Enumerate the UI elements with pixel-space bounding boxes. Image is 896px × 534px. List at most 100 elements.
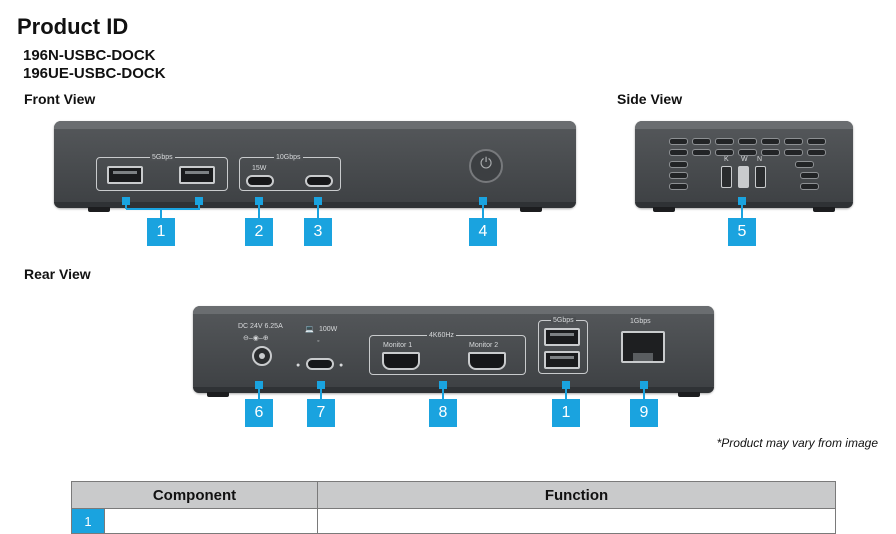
callout-line <box>643 385 645 399</box>
rear-view-heading: Rear View <box>24 266 91 282</box>
device-foot <box>813 207 835 212</box>
callout-line <box>198 201 200 209</box>
table-header-row: Component Function <box>71 481 836 509</box>
device-bottom-edge <box>54 202 576 208</box>
vent-slot <box>715 149 734 156</box>
callout-4: 4 <box>469 218 497 246</box>
ethernet-port <box>621 331 665 363</box>
callout-line <box>258 201 260 218</box>
led-indicator-icon: ◦ <box>317 338 320 345</box>
device-bottom-edge <box>193 387 714 393</box>
callout-8: 8 <box>429 399 457 427</box>
vent-slot <box>761 149 780 156</box>
callout-2: 2 <box>245 218 273 246</box>
hdmi-port-monitor-2 <box>468 352 506 370</box>
device-top-edge <box>54 121 576 129</box>
side-view-heading: Side View <box>617 91 683 107</box>
callout-line <box>258 385 260 399</box>
usb-a-port <box>544 328 580 346</box>
component-table: Component Function 1 <box>71 481 836 534</box>
os-mode-switch-slot <box>755 166 766 188</box>
monitor-1-label: Monitor 1 <box>383 342 413 349</box>
vent-slot <box>784 149 803 156</box>
pd-power-label: 100W <box>319 326 338 333</box>
callout-6: 6 <box>245 399 273 427</box>
front-view-device: 5Gbps 10Gbps 15W <box>54 121 576 212</box>
side-view-device: K W N <box>635 121 853 212</box>
callout-line <box>565 385 567 399</box>
component-cell <box>104 508 318 534</box>
screw-hole-icon: ● <box>296 362 301 369</box>
dc-power-jack <box>252 346 272 366</box>
model-id-2: 196UE-USBC-DOCK <box>23 65 166 82</box>
callout-line <box>125 201 127 209</box>
vent-slot <box>669 138 688 145</box>
vent-slot <box>692 149 711 156</box>
device-foot <box>520 207 542 212</box>
dc-polarity-icon: ⊖–◉–⊕ <box>243 335 269 342</box>
vent-slot <box>800 172 819 179</box>
vent-slot <box>692 138 711 145</box>
device-foot <box>678 392 700 397</box>
rear-view-device: DC 24V 6.25A ⊖–◉–⊕ 💻 100W ◦ ● ● 4K60Hz M… <box>193 306 714 397</box>
hdmi-port-monitor-1 <box>382 352 420 370</box>
callout-line <box>317 201 319 218</box>
rear-usb-a-speed-label: 5Gbps <box>551 317 576 324</box>
callout-line <box>320 385 322 399</box>
device-foot <box>88 207 110 212</box>
monitor-2-label: Monitor 2 <box>469 342 499 349</box>
screw-hole-icon: ● <box>339 362 344 369</box>
row-number: 1 <box>71 508 105 534</box>
vent-slot <box>669 149 688 156</box>
vent-slot <box>669 183 688 190</box>
vent-slot <box>761 138 780 145</box>
callout-line <box>741 201 743 218</box>
power-button-icon <box>469 149 503 183</box>
function-cell <box>317 508 836 534</box>
usb-c-power-label: 15W <box>252 165 267 172</box>
video-resolution-label: 4K60Hz <box>427 332 456 339</box>
usb-a-port <box>107 166 143 184</box>
device-foot <box>653 207 675 212</box>
callout-9: 9 <box>630 399 658 427</box>
switch-label-k: K <box>724 156 729 163</box>
vent-slot <box>784 138 803 145</box>
callout-1: 1 <box>147 218 175 246</box>
table-row: 1 <box>71 508 836 534</box>
usb-c-port <box>305 175 333 187</box>
usb-c-speed-label: 10Gbps <box>274 154 303 161</box>
vent-slot <box>715 138 734 145</box>
component-column-header: Component <box>71 481 318 509</box>
callout-line <box>160 208 162 218</box>
function-column-header: Function <box>317 481 836 509</box>
lan-speed-label: 1Gbps <box>630 318 651 325</box>
laptop-icon: 💻 <box>305 326 314 333</box>
os-mode-switch-slot <box>721 166 732 188</box>
model-id-1: 196N-USBC-DOCK <box>23 47 156 64</box>
switch-label-n: N <box>757 156 763 163</box>
usb-c-host-port <box>306 358 334 370</box>
disclaimer-note: *Product may vary from image <box>716 436 878 450</box>
vent-slot <box>738 138 757 145</box>
vent-slot <box>795 161 814 168</box>
device-foot <box>207 392 229 397</box>
page-title: Product ID <box>17 14 129 39</box>
device-top-edge <box>635 121 853 129</box>
vent-slot <box>807 149 826 156</box>
usb-c-port <box>246 175 274 187</box>
callout-1-rear: 1 <box>552 399 580 427</box>
front-view-heading: Front View <box>24 91 96 107</box>
vent-slot <box>669 161 688 168</box>
os-mode-switch-knob <box>738 166 749 188</box>
callout-3: 3 <box>304 218 332 246</box>
callout-7: 7 <box>307 399 335 427</box>
dc-input-label: DC 24V 6.25A <box>238 323 283 330</box>
usb-a-port <box>179 166 215 184</box>
callout-line <box>442 385 444 399</box>
switch-label-w: W <box>741 156 748 163</box>
usb-a-port <box>544 351 580 369</box>
usb-a-speed-label: 5Gbps <box>150 154 175 161</box>
device-top-edge <box>193 306 714 314</box>
vent-slot <box>738 149 757 156</box>
vent-slot <box>807 138 826 145</box>
